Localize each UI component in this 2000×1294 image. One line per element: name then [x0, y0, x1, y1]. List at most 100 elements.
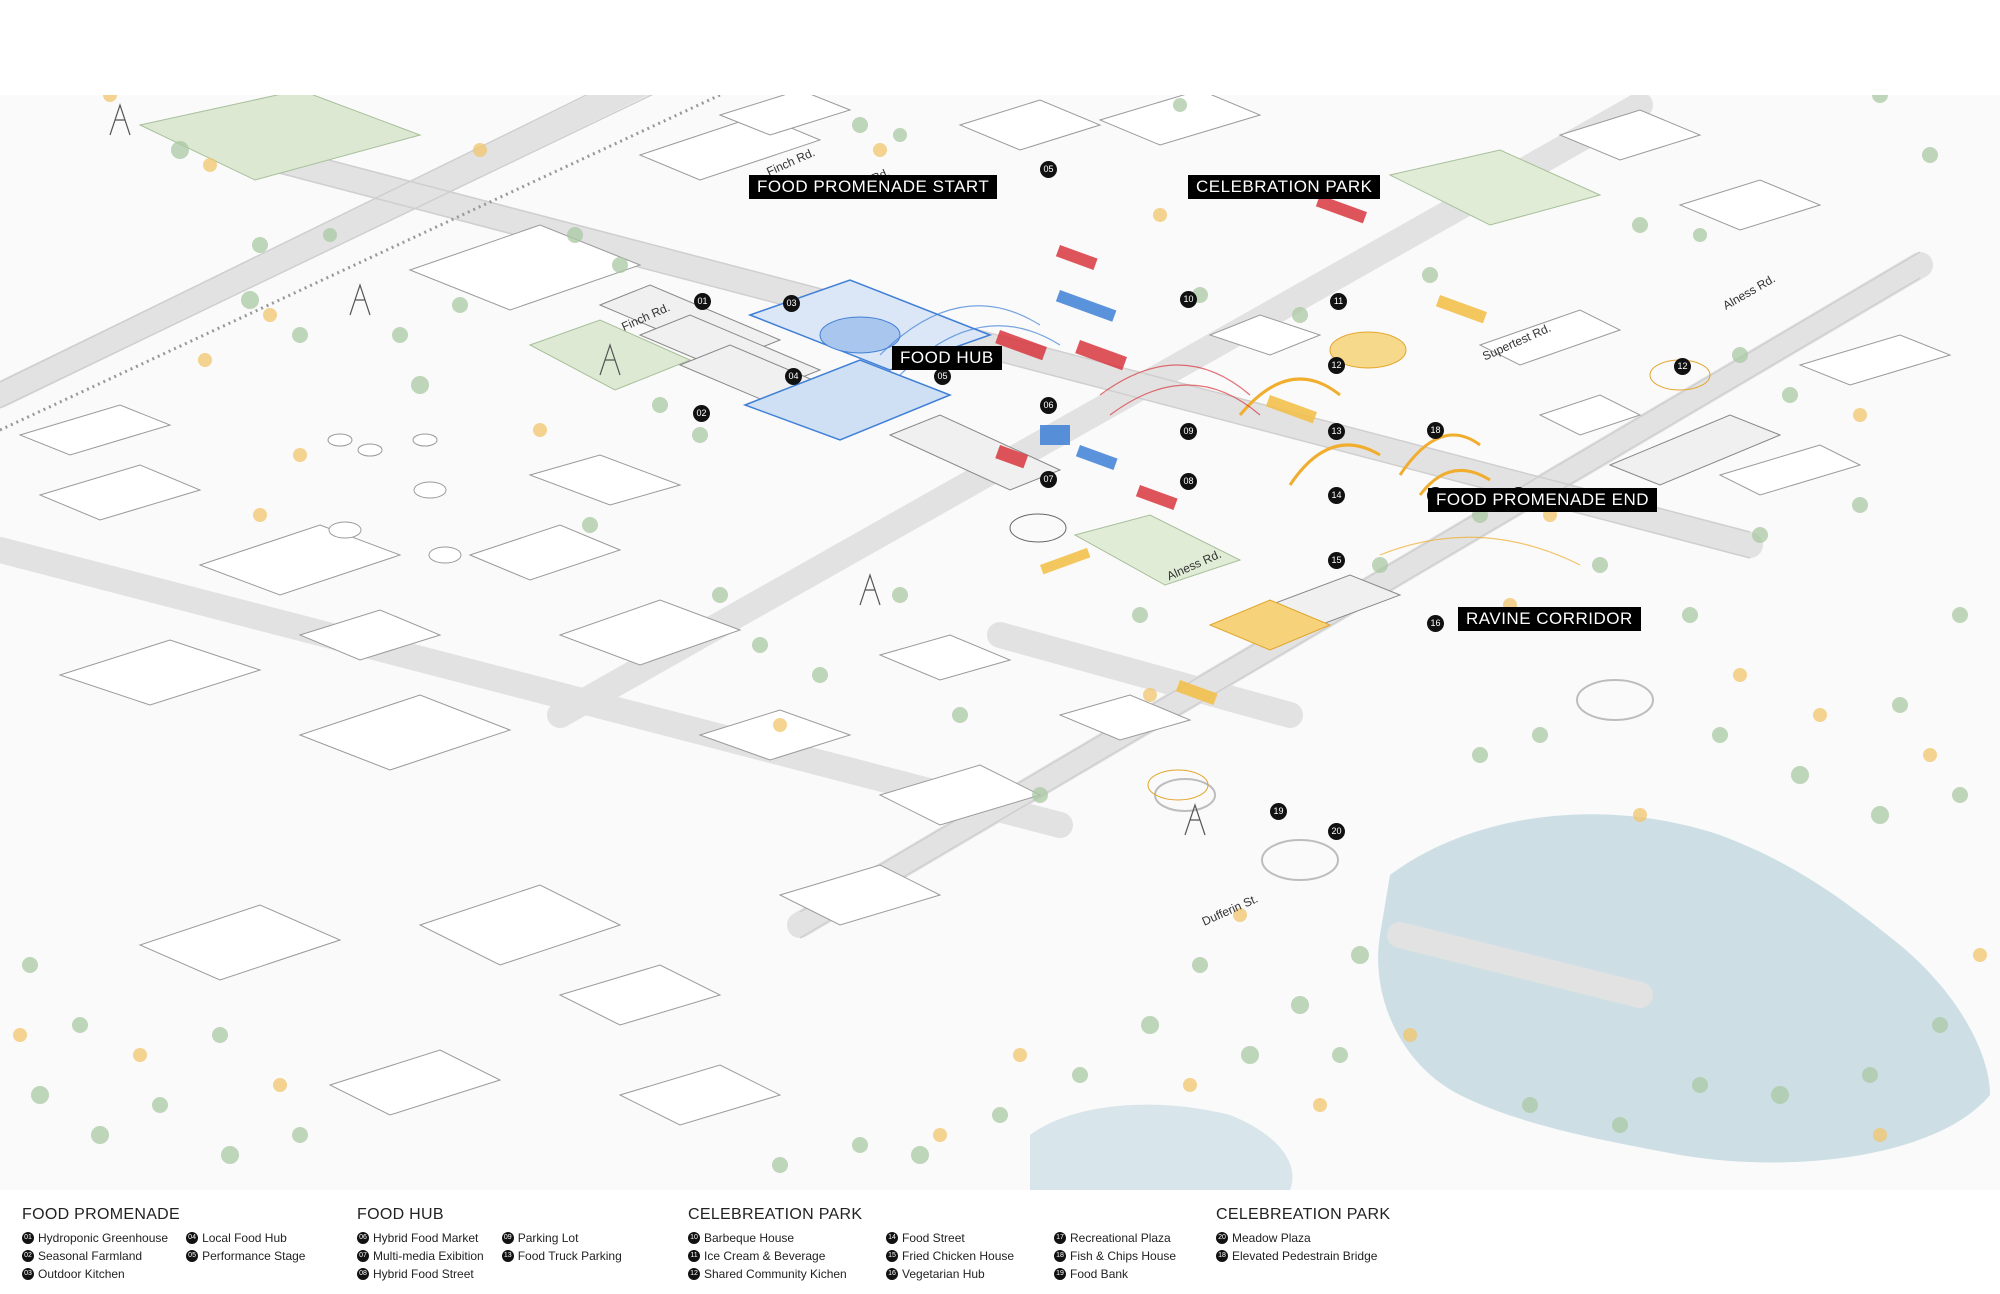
legend-number: 15 [886, 1249, 898, 1262]
site-marker: 15 [1328, 552, 1345, 569]
site-marker: 08 [1180, 473, 1197, 490]
legend-number: 02 [22, 1249, 34, 1262]
legend-label: Vegetarian Hub [902, 1266, 985, 1281]
legend-label: Ice Cream & Beverage [704, 1248, 826, 1263]
site-marker: 19 [1270, 803, 1287, 820]
legend-number: 20 [1216, 1231, 1228, 1244]
callout-food-promenade-end: FOOD PROMENADE END [1428, 488, 1658, 512]
legend-item: 18 Fish & Chips House [1054, 1248, 1176, 1263]
legend-number: 08 [357, 1267, 369, 1280]
legend-title: FOOD PROMENADE [22, 1206, 180, 1223]
legend-number: 07 [357, 1249, 369, 1262]
legend-group-food-hub: FOOD HUB 06 Hybrid Food Market 07 Multi-me… [357, 1206, 622, 1281]
legend-column: 20 Meadow Plaza 18 Elevated Pedestrain Bri… [1216, 1230, 1377, 1263]
legend-number: 04 [186, 1231, 199, 1244]
storage-tanks [327, 433, 462, 564]
bbq-stalls [995, 195, 1367, 510]
legend-label: Hybrid Food Market [373, 1230, 479, 1245]
legend-number: 10 [688, 1231, 700, 1244]
legend-number: 13 [501, 1249, 514, 1262]
legend-label: Elevated Pedestrain Bridge [1232, 1248, 1378, 1263]
ravine-water [1378, 814, 1990, 1163]
callout-ravine-corridor: RAVINE CORRIDOR [1458, 607, 1641, 631]
legend-number: 19 [1054, 1267, 1066, 1280]
farmland-south [1073, 514, 1242, 586]
site-marker: 01 [694, 293, 711, 310]
legend-item: 08 Hybrid Food Street [357, 1266, 484, 1281]
legend-number: 18 [1216, 1249, 1228, 1262]
ravine-water-lower [1030, 1104, 1293, 1190]
isometric-site-map: Finch Rd. Finch Rd. Finch Rd. Alness Rd.… [0, 61, 2000, 1190]
legend-label: Performance Stage [202, 1248, 306, 1263]
map-drawing [0, 61, 2000, 1190]
farmland-east [1388, 149, 1602, 226]
railway [0, 93, 721, 432]
callout-celebration-park: CELEBRATION PARK [1188, 175, 1381, 199]
legend-label: Parking Lot [517, 1230, 579, 1245]
site-marker: 09 [1180, 423, 1197, 440]
legend-number: 05 [186, 1249, 199, 1262]
legend-label: Outdoor Kitchen [38, 1266, 125, 1281]
legend-label: Hydroponic Greenhouse [38, 1230, 169, 1245]
legend-label: Meadow Plaza [1232, 1230, 1311, 1245]
legend-number: 12 [688, 1267, 700, 1280]
legend-number: 09 [501, 1231, 514, 1244]
community-kitchen-ring [1329, 331, 1407, 369]
food-street-stalls [1040, 295, 1487, 705]
legend-number: 16 [886, 1267, 898, 1280]
legend-label: Fish & Chips House [1070, 1248, 1177, 1263]
site-marker: 18 [1427, 422, 1444, 439]
legend-number: 11 [688, 1249, 700, 1262]
legend-label: Recreational Plaza [1070, 1230, 1171, 1245]
site-marker: 02 [693, 405, 710, 422]
recreational-plaza [1208, 599, 1332, 651]
site-marker: 12 [1674, 358, 1691, 375]
legend-item: 18 Elevated Pedestrain Bridge [1216, 1248, 1377, 1263]
legend-number: 17 [1054, 1231, 1066, 1244]
legend-label: Multi-media Exibition [373, 1248, 484, 1263]
legend-item: 16 Vegetarian Hub [886, 1266, 1036, 1281]
legend-title: FOOD HUB [357, 1206, 444, 1223]
legend-label: Food Street [902, 1230, 965, 1245]
power-pylons [109, 103, 1206, 836]
site-marker: 14 [1328, 487, 1345, 504]
site-marker: 05 [934, 368, 951, 385]
legend-item: 12 Shared Community Kichen [688, 1266, 868, 1281]
legend-label: Hybrid Food Street [373, 1266, 474, 1281]
legend-number: 03 [22, 1267, 34, 1280]
trees-green [22, 77, 1968, 1173]
farmland-northwest [138, 89, 422, 181]
legend-number: 18 [1054, 1249, 1066, 1262]
legend-group-celebration-park-2: CELEBREATION PARK 20 Meadow Plaza 18 Eleva… [1216, 1206, 1390, 1263]
site-marker: 05 [1040, 161, 1057, 178]
legend-item: 11 Ice Cream & Beverage [688, 1248, 868, 1263]
legend-label: Food Truck Parking [517, 1248, 622, 1263]
legend-item: 06 Hybrid Food Market [357, 1230, 484, 1245]
legend-item: 07 Multi-media Exibition [357, 1248, 484, 1263]
callout-food-hub: FOOD HUB [892, 346, 1002, 370]
site-marker: 04 [785, 368, 802, 385]
site-marker: 07 [1040, 471, 1057, 488]
legend-number: 06 [357, 1231, 369, 1244]
callout-food-promenade-start: FOOD PROMENADE START [749, 175, 998, 199]
site-marker: 03 [783, 295, 800, 312]
legend-item: 02 Seasonal Farmland [22, 1248, 168, 1263]
legend-item: 17 Recreational Plaza [1054, 1230, 1176, 1245]
legend-label: Shared Community Kichen [704, 1266, 847, 1281]
legend-title: CELEBREATION PARK [1216, 1206, 1391, 1223]
legend-label: Seasonal Farmland [38, 1248, 143, 1263]
site-marker: 06 [1040, 397, 1057, 414]
site-marker: 10 [1180, 291, 1197, 308]
legend-label: Local Food Hub [202, 1230, 287, 1245]
legend-item: 20 Meadow Plaza [1216, 1230, 1377, 1245]
